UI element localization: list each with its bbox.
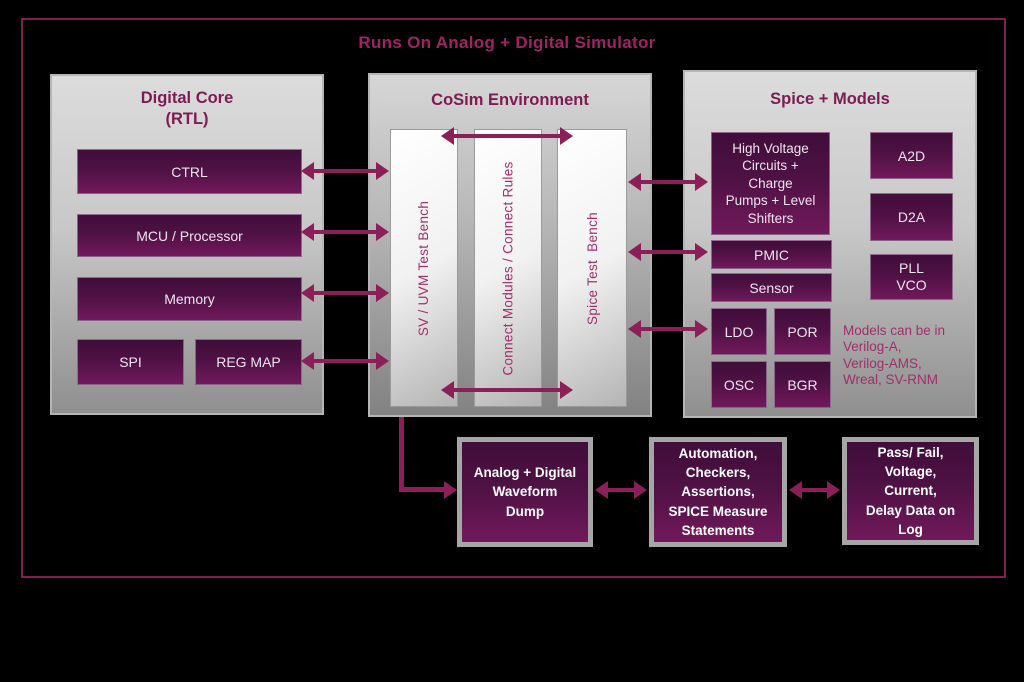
arrow-cosim-waveform-horizontal <box>399 487 445 492</box>
digital-core-panel: Digital Core (RTL) CTRL MCU / Processor … <box>50 74 324 415</box>
mcu-processor-box: MCU / Processor <box>77 214 302 257</box>
arrow-automation-passfail <box>789 481 840 499</box>
memory-box: Memory <box>77 277 302 321</box>
sensor-box: Sensor <box>711 273 832 302</box>
ldo-label: LDO <box>724 323 754 340</box>
arrow-waveform-automation <box>595 481 647 499</box>
mcu-processor-label: MCU / Processor <box>136 227 243 244</box>
a2d-box: A2D <box>870 132 953 179</box>
digital-core-title: Digital Core (RTL) <box>140 89 234 129</box>
pmic-box: PMIC <box>711 240 832 269</box>
spice-testbench-label: Spice Test Bench <box>584 211 600 325</box>
sensor-label: Sensor <box>749 279 794 296</box>
pll-vco-box: PLL VCO <box>870 254 953 300</box>
arrow-memory-cosim <box>301 284 389 302</box>
arrow-regmap-cosim <box>301 352 389 370</box>
osc-box: OSC <box>711 361 767 408</box>
ldo-box: LDO <box>711 308 767 355</box>
arrow-cosim-waveform-head <box>444 481 457 499</box>
waveform-dump-box: Analog + Digital Waveform Dump <box>457 437 593 547</box>
high-voltage-label: High Voltage Circuits + Charge Pumps + L… <box>725 140 816 226</box>
a2d-label: A2D <box>897 147 926 164</box>
por-box: POR <box>774 308 831 355</box>
spi-label: SPI <box>119 354 142 370</box>
d2a-label: D2A <box>897 209 926 225</box>
sv-uvm-testbench-column: SV / UVM Test Bench <box>390 129 458 407</box>
automation-label: Automation, Checkers, Assertions, SPICE … <box>668 446 768 538</box>
outer-border <box>21 18 1006 578</box>
osc-label: OSC <box>723 376 755 393</box>
memory-label: Memory <box>164 291 215 307</box>
cosim-panel: CoSim Environment SV / UVM Test Bench Co… <box>368 73 652 417</box>
reg-map-label: REG MAP <box>216 354 281 370</box>
arrow-cosim-pmic <box>628 243 708 261</box>
arrow-svuvm-spicetb-top <box>441 127 573 145</box>
por-label: POR <box>787 323 818 340</box>
arrow-cosim-highvoltage <box>628 173 708 191</box>
d2a-box: D2A <box>870 193 953 241</box>
sv-uvm-testbench-label: SV / UVM Test Bench <box>416 200 432 336</box>
spice-testbench-column: Spice Test Bench <box>557 129 627 407</box>
ctrl-label: CTRL <box>171 163 208 180</box>
reg-map-box: REG MAP <box>195 339 302 385</box>
arrow-mcu-cosim <box>301 223 389 241</box>
bgr-box: BGR <box>774 361 831 408</box>
connect-modules-label: Connect Modules / Connect Rules <box>500 160 516 376</box>
bgr-label: BGR <box>787 376 818 393</box>
high-voltage-box: High Voltage Circuits + Charge Pumps + L… <box>711 132 830 235</box>
pll-vco-label: PLL VCO <box>896 259 927 294</box>
spice-models-title: Spice + Models <box>770 90 890 108</box>
pmic-label: PMIC <box>754 246 789 263</box>
automation-box: Automation, Checkers, Assertions, SPICE … <box>649 437 787 547</box>
arrow-cosim-waveform-vertical <box>399 417 404 492</box>
ctrl-box: CTRL <box>77 149 302 194</box>
spi-box: SPI <box>77 339 184 385</box>
connect-modules-column: Connect Modules / Connect Rules <box>474 129 542 407</box>
cosim-title: CoSim Environment <box>431 91 589 109</box>
diagram-title: Runs On Analog + Digital Simulator <box>358 33 656 52</box>
arrow-cosim-ldo <box>628 320 708 338</box>
pass-fail-box: Pass/ Fail, Voltage, Current, Delay Data… <box>842 437 979 545</box>
arrow-ctrl-cosim <box>301 162 389 180</box>
waveform-dump-label: Analog + Digital Waveform Dump <box>473 465 577 519</box>
pass-fail-label: Pass/ Fail, Voltage, Current, Delay Data… <box>865 445 956 537</box>
spice-models-panel: Spice + Models High Voltage Circuits + C… <box>683 70 977 418</box>
arrow-svuvm-spicetb-bottom <box>441 381 573 399</box>
models-note: Models can be in Verilog-A, Verilog-AMS,… <box>843 323 946 388</box>
